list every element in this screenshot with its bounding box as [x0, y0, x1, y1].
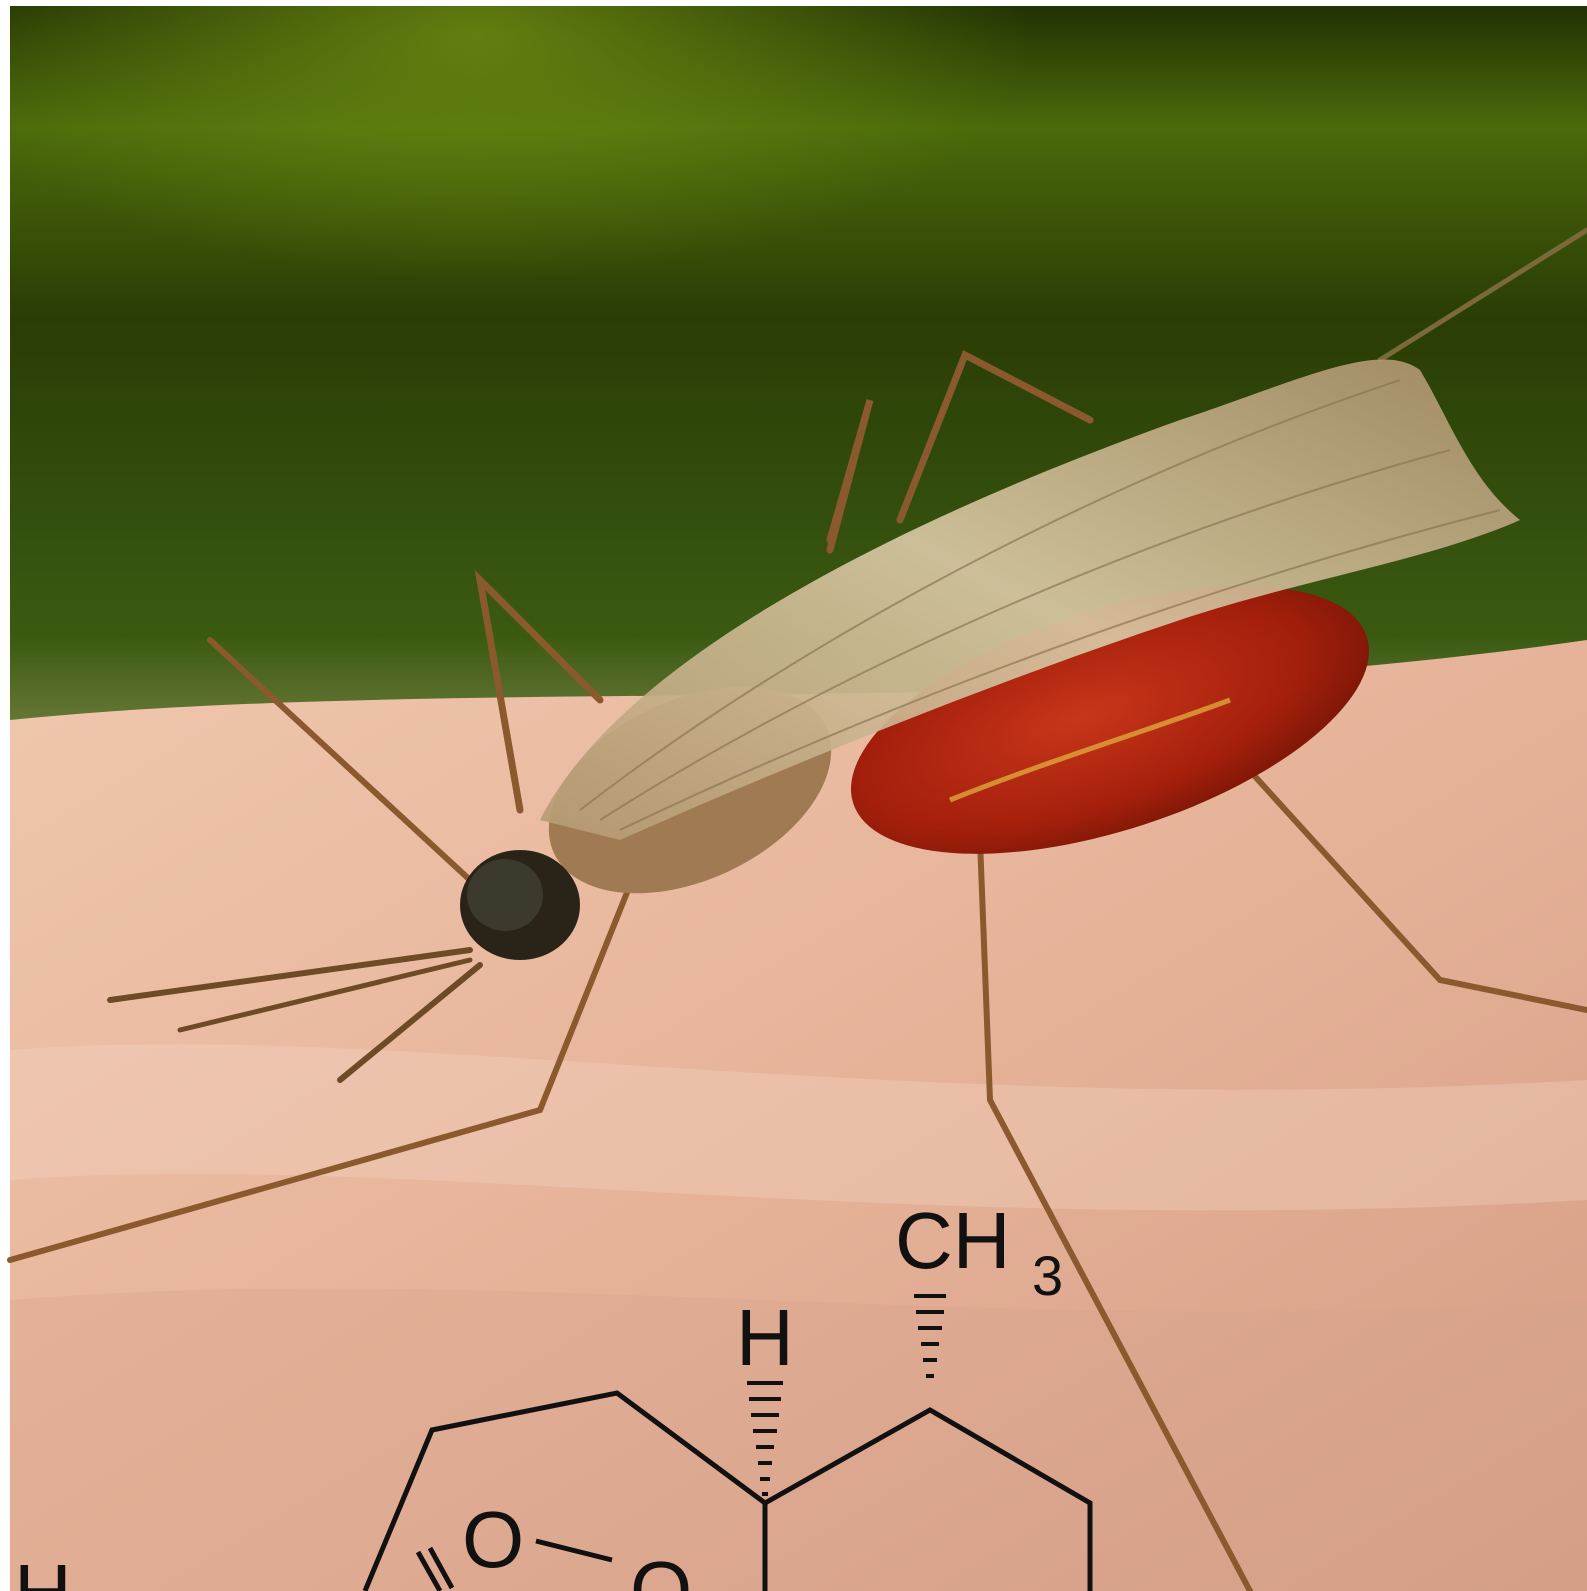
white-border-left — [0, 0, 10, 1591]
peroxide-bond — [535, 1538, 613, 1563]
double-bond-mark — [415, 1550, 443, 1591]
front-leg-2 — [7, 857, 643, 1263]
middle-leg-1 — [474, 569, 604, 814]
ch3-label: CH — [895, 1196, 1011, 1285]
wing-veins — [579, 379, 1501, 831]
white-border-top — [0, 0, 1587, 6]
mosquito-legs — [7, 227, 1587, 1591]
abdomen-stripe — [949, 697, 1231, 803]
hashed-wedge-ch3 — [914, 1294, 946, 1378]
chemical-structure: H CH 3 O O H — [14, 1196, 1093, 1591]
antenna-right — [1377, 227, 1587, 363]
middle-leg-2 — [826, 399, 874, 554]
middle-leg-3 — [896, 350, 1094, 524]
h3c-fragment-label: H — [14, 1548, 72, 1591]
skin-texture-band — [10, 1044, 1587, 1211]
hind-leg-2 — [1237, 757, 1587, 1013]
mosquito-mouthparts — [107, 947, 483, 1083]
mosquito-wings — [540, 359, 1520, 840]
front-leg-1 — [207, 637, 473, 883]
h-stereo-label: H — [736, 1293, 794, 1382]
structure-bonds — [362, 1390, 1093, 1591]
oxygen-upper-label: O — [462, 1495, 524, 1584]
hashed-wedge-h — [747, 1381, 783, 1496]
skin-surface — [10, 640, 1587, 1591]
oxygen-lower-label: O — [630, 1545, 692, 1591]
double-bond-mark-2 — [427, 1546, 455, 1590]
skin-shadow-band — [10, 1288, 1587, 1591]
hind-leg-1 — [977, 837, 1253, 1591]
ch3-subscript: 3 — [1032, 1244, 1063, 1307]
mosquito-eye — [467, 859, 543, 931]
background-glow — [0, 0, 1587, 700]
